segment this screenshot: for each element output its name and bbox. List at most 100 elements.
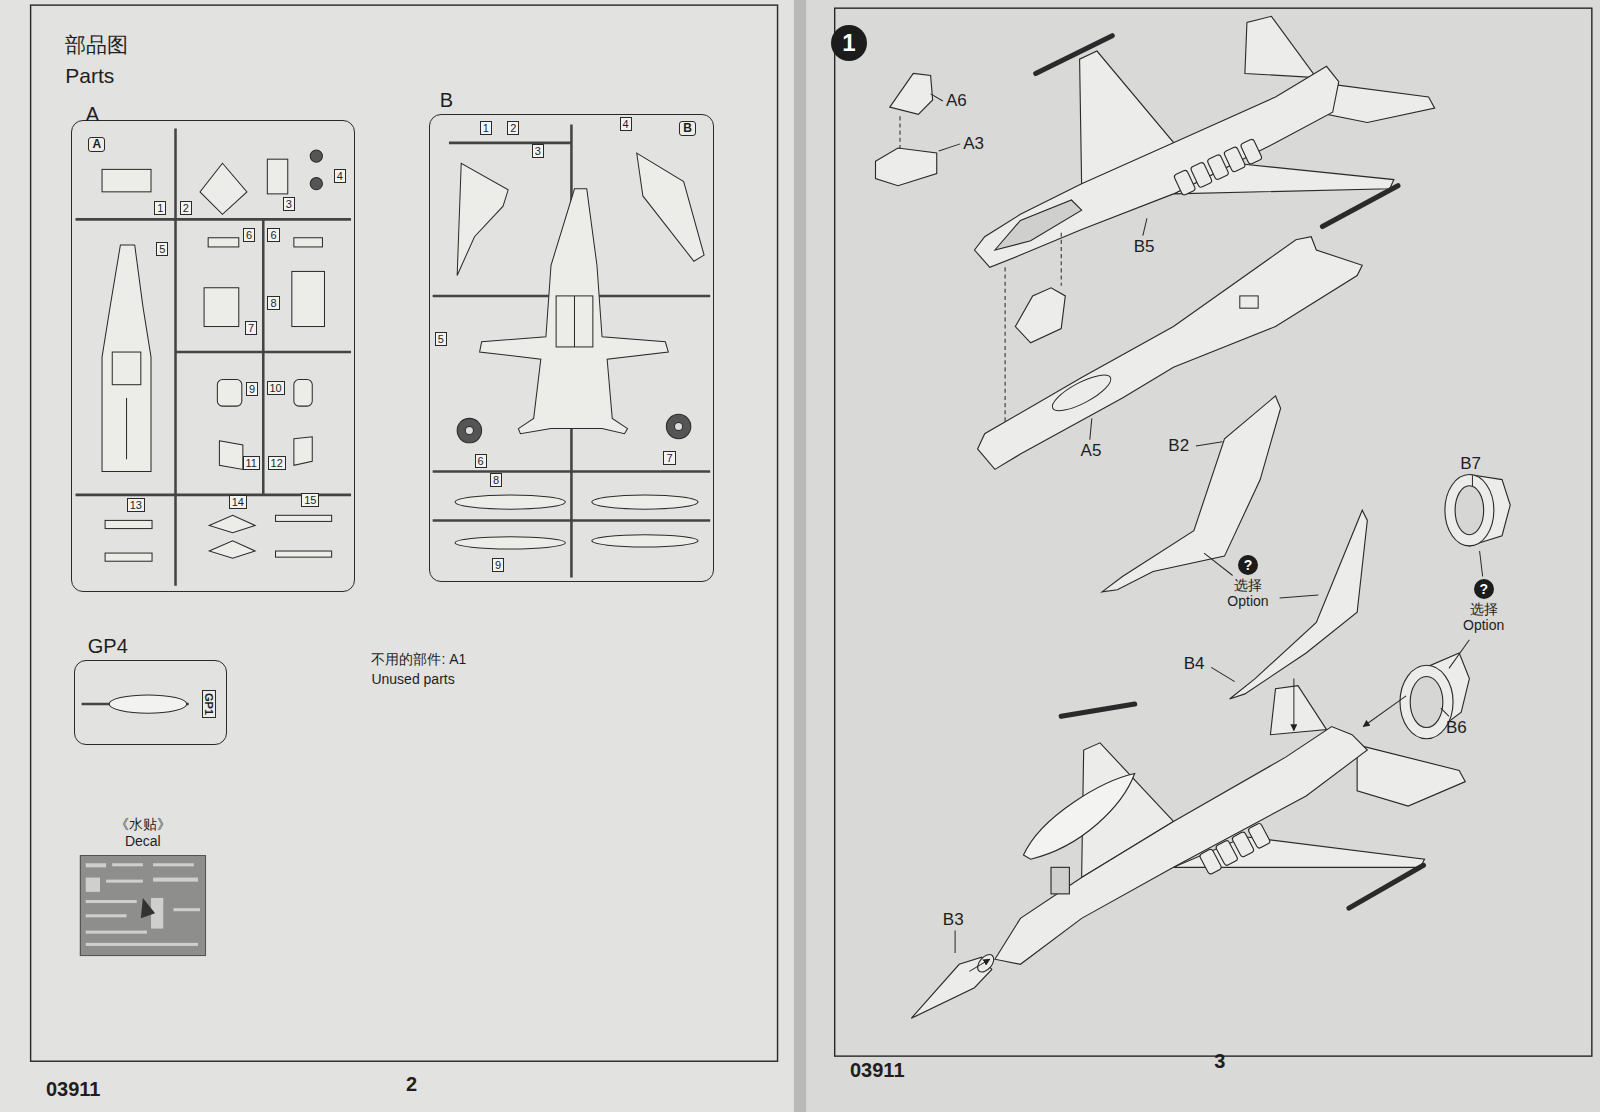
part-number-text: 4 xyxy=(623,118,629,130)
part-number-text: 7 xyxy=(248,322,254,334)
step-number: 1 xyxy=(831,25,867,61)
part-number: 11 xyxy=(243,456,260,470)
part-number: 13 xyxy=(127,498,145,512)
option-symbol: ? xyxy=(1238,555,1258,575)
sprue-frame: AA1234566789101112131415 xyxy=(71,120,355,591)
part-number-text: 12 xyxy=(271,457,283,469)
part-number: 3 xyxy=(283,197,295,211)
part-number-text: B xyxy=(683,121,692,135)
page-number: 2 xyxy=(406,1074,417,1094)
leader-lines xyxy=(931,94,1483,972)
note-text: 不用的部件: A1 xyxy=(371,649,466,669)
part-number: 9 xyxy=(246,382,258,396)
part-label: B6 xyxy=(1446,718,1467,738)
part-number-text: 1 xyxy=(157,202,163,214)
part-number: 6 xyxy=(243,228,255,242)
part-number: 7 xyxy=(245,321,257,335)
sprue-b-art xyxy=(433,124,711,577)
sprue-letter: GP4 xyxy=(88,635,128,657)
page-number: 03911 xyxy=(850,1060,905,1080)
part-label: B5 xyxy=(1134,237,1155,257)
part-number: 2 xyxy=(507,121,519,135)
part-number-text: 2 xyxy=(183,202,189,214)
part-number: 2 xyxy=(180,201,192,215)
part-number: 10 xyxy=(267,381,285,395)
part-number-text: A xyxy=(92,137,101,151)
fuselage-detail xyxy=(1240,296,1258,308)
part-number-text: 8 xyxy=(270,297,276,309)
part-number: 6 xyxy=(475,454,487,468)
part-number: 12 xyxy=(268,456,286,470)
sprue-letter: A xyxy=(86,103,99,125)
part-number-text: 6 xyxy=(246,229,252,241)
page-number: 3 xyxy=(1214,1051,1225,1071)
part-number: 4 xyxy=(334,169,346,183)
part-number-text: 8 xyxy=(493,474,499,486)
part-number-text: 1 xyxy=(842,29,855,57)
seat-drawing xyxy=(876,73,1066,342)
part-number: 14 xyxy=(229,495,247,509)
sprue-frame: GP4GP1 xyxy=(74,660,226,745)
option-marker: ?选择 Option xyxy=(1453,579,1515,633)
part-number: 9 xyxy=(492,558,504,572)
part-label: B3 xyxy=(943,910,964,930)
aircraft-drawing xyxy=(911,686,1465,1019)
part-number-text: 10 xyxy=(270,382,282,394)
part-label: A6 xyxy=(946,91,967,111)
part-number-text: 14 xyxy=(232,496,244,508)
part-label: B4 xyxy=(1184,654,1205,674)
option-symbol: ? xyxy=(1474,579,1494,599)
part-number: 5 xyxy=(156,242,168,256)
part-number: 8 xyxy=(490,473,502,487)
part-number-text: 4 xyxy=(337,170,343,182)
part-number-text: 9 xyxy=(249,383,255,395)
option-marker: ?选择 Option xyxy=(1217,555,1279,609)
part-number: 6 xyxy=(267,228,279,242)
part-number-text: 6 xyxy=(270,229,276,241)
guide-lines xyxy=(900,116,1061,438)
part-number: 3 xyxy=(532,144,544,158)
fuselage-drawing xyxy=(978,237,1363,470)
part-number-text: 5 xyxy=(438,333,444,345)
part-number: 5 xyxy=(435,332,447,346)
fin-drawing xyxy=(1102,396,1281,592)
page-frame xyxy=(31,5,778,1061)
note-text: Unused parts xyxy=(371,669,454,689)
part-number: 1 xyxy=(480,121,492,135)
part-number-text: 3 xyxy=(286,198,292,210)
sprue-tag: A xyxy=(88,137,105,152)
decal-sheet: 《水贴》 Decal xyxy=(80,855,207,956)
part-label: B2 xyxy=(1168,436,1189,456)
option-caption: 选择 Option xyxy=(1219,577,1277,609)
sprue-a-art xyxy=(76,129,352,586)
part-label: A3 xyxy=(963,134,984,154)
right-page xyxy=(806,0,1600,1112)
part-number-text: 15 xyxy=(304,494,316,506)
sprue-frame: BB123456789 xyxy=(429,114,715,581)
part-label: B7 xyxy=(1460,454,1481,474)
part-number-text: 6 xyxy=(478,455,484,467)
sprue-tag: GP1 xyxy=(202,690,216,718)
part-number: 7 xyxy=(663,451,675,465)
part-number-text: 7 xyxy=(666,452,672,464)
part-number-text: 9 xyxy=(495,559,501,571)
page-title: 部品图 Parts xyxy=(65,29,137,91)
option-caption: 选择 Option xyxy=(1455,601,1513,633)
decal-sheet-art xyxy=(80,855,207,956)
part-number-text: 2 xyxy=(510,122,516,134)
page-number: 03911 xyxy=(46,1079,101,1099)
part-number: 8 xyxy=(267,296,279,310)
part-number-text: 13 xyxy=(130,499,142,511)
part-number: 1 xyxy=(154,201,166,215)
sprue-tag: B xyxy=(679,121,696,136)
fuselage-detail xyxy=(1048,369,1115,418)
part-label: A5 xyxy=(1081,441,1102,461)
canopy-sprue-art xyxy=(82,695,189,713)
part-number-text: GP1 xyxy=(203,693,215,715)
part-number-text: 11 xyxy=(246,457,257,469)
sprue-letter: B xyxy=(440,89,453,111)
part-number: 15 xyxy=(301,493,319,507)
